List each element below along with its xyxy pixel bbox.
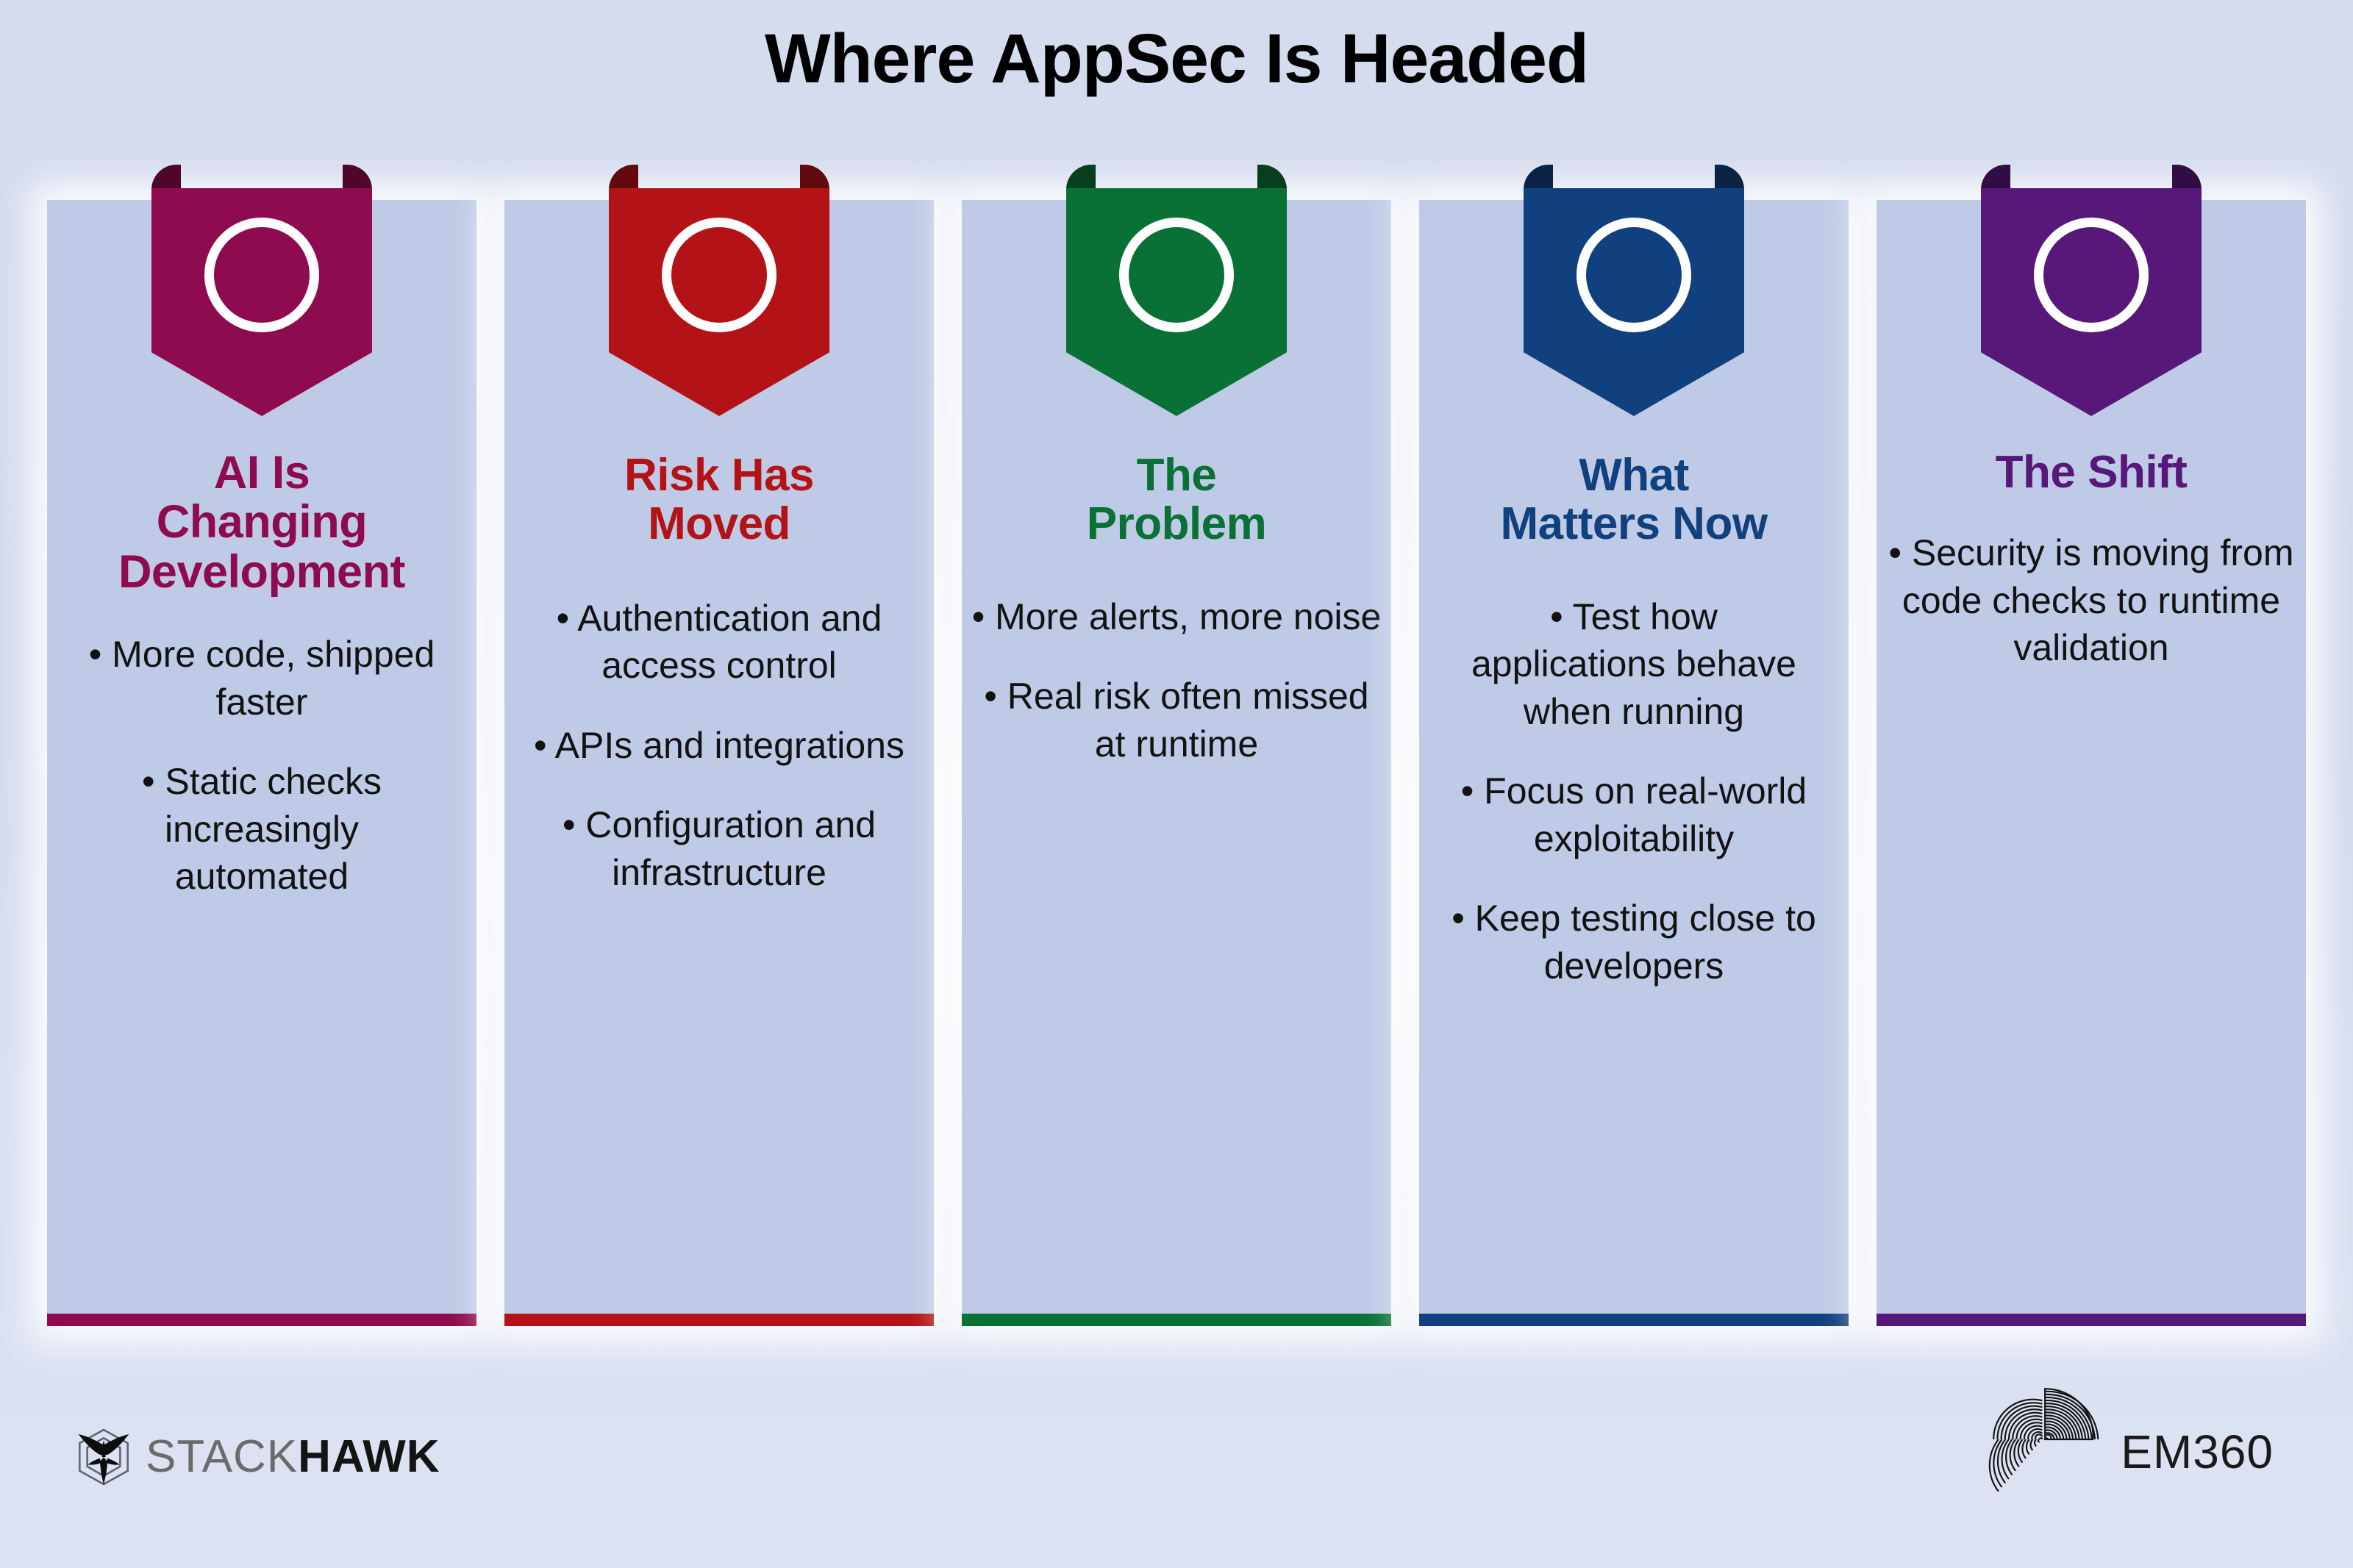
list-item: • Configuration and infrastructure xyxy=(562,804,876,893)
list-item: • Static checks increasingly automated xyxy=(142,761,382,898)
card-accent-bar xyxy=(1877,1314,2306,1326)
list-item: • More code, shipped faster xyxy=(88,634,435,723)
circle-outline-icon xyxy=(1577,218,1691,332)
em360-logo: EM360 xyxy=(1978,1371,2274,1508)
list-item: • APIs and integrations xyxy=(534,724,904,766)
em360-arcs-icon xyxy=(1989,1388,2099,1492)
list-item: • Focus on real-world exploitability xyxy=(1460,770,1807,859)
circle-outline-icon xyxy=(662,218,776,332)
card-bullet-list: • More code, shipped faster • Static che… xyxy=(47,631,476,901)
card-bullet-list: • Test how applications behave when runn… xyxy=(1419,593,1849,990)
list-item: • More alerts, more noise xyxy=(971,595,1382,637)
card-the-shift[interactable]: The Shift • Security is moving from code… xyxy=(1877,165,2306,1326)
circle-outline-icon xyxy=(1119,218,1234,332)
ribbon-banner xyxy=(1066,165,1287,416)
card-accent-bar xyxy=(47,1314,476,1326)
footer: STACKHAWK xyxy=(0,1326,2353,1568)
list-item: • Real risk often missed at runtime xyxy=(984,676,1369,765)
card-title: The Shift xyxy=(1995,447,2188,498)
circle-outline-icon xyxy=(2034,218,2149,332)
stackhawk-wordmark-primary: STACK xyxy=(146,1431,299,1482)
stackhawk-wordmark-secondary: HAWK xyxy=(298,1431,440,1482)
card-accent-bar xyxy=(962,1314,1391,1326)
card-bullet-list: • Security is moving from code checks to… xyxy=(1877,529,2306,672)
ribbon-banner xyxy=(1524,165,1744,416)
list-item: • Test how applications behave when runn… xyxy=(1471,595,1796,732)
ribbon-banner xyxy=(151,165,372,416)
page-title: Where AppSec Is Headed xyxy=(764,20,1589,98)
hawk-hexagon-icon xyxy=(78,1428,129,1486)
list-item: • Authentication and access control xyxy=(556,597,882,687)
card-accent-bar xyxy=(504,1314,934,1326)
stackhawk-logo: STACKHAWK xyxy=(72,1425,440,1489)
ribbon-banner xyxy=(1981,165,2202,416)
card-bullet-list: • More alerts, more noise • Real risk of… xyxy=(962,593,1391,768)
list-item: • Keep testing close to developers xyxy=(1452,898,1816,987)
card-accent-bar xyxy=(1419,1314,1849,1326)
card-bullet-list: • Authentication and access control • AP… xyxy=(504,595,934,897)
list-item: • Security is moving from code checks to… xyxy=(1888,532,2294,669)
ribbon-banner xyxy=(609,165,829,416)
circle-outline-icon xyxy=(204,218,319,332)
stackhawk-wordmark: STACKHAWK xyxy=(146,1434,440,1480)
em360-wordmark: EM360 xyxy=(2121,1425,2274,1478)
